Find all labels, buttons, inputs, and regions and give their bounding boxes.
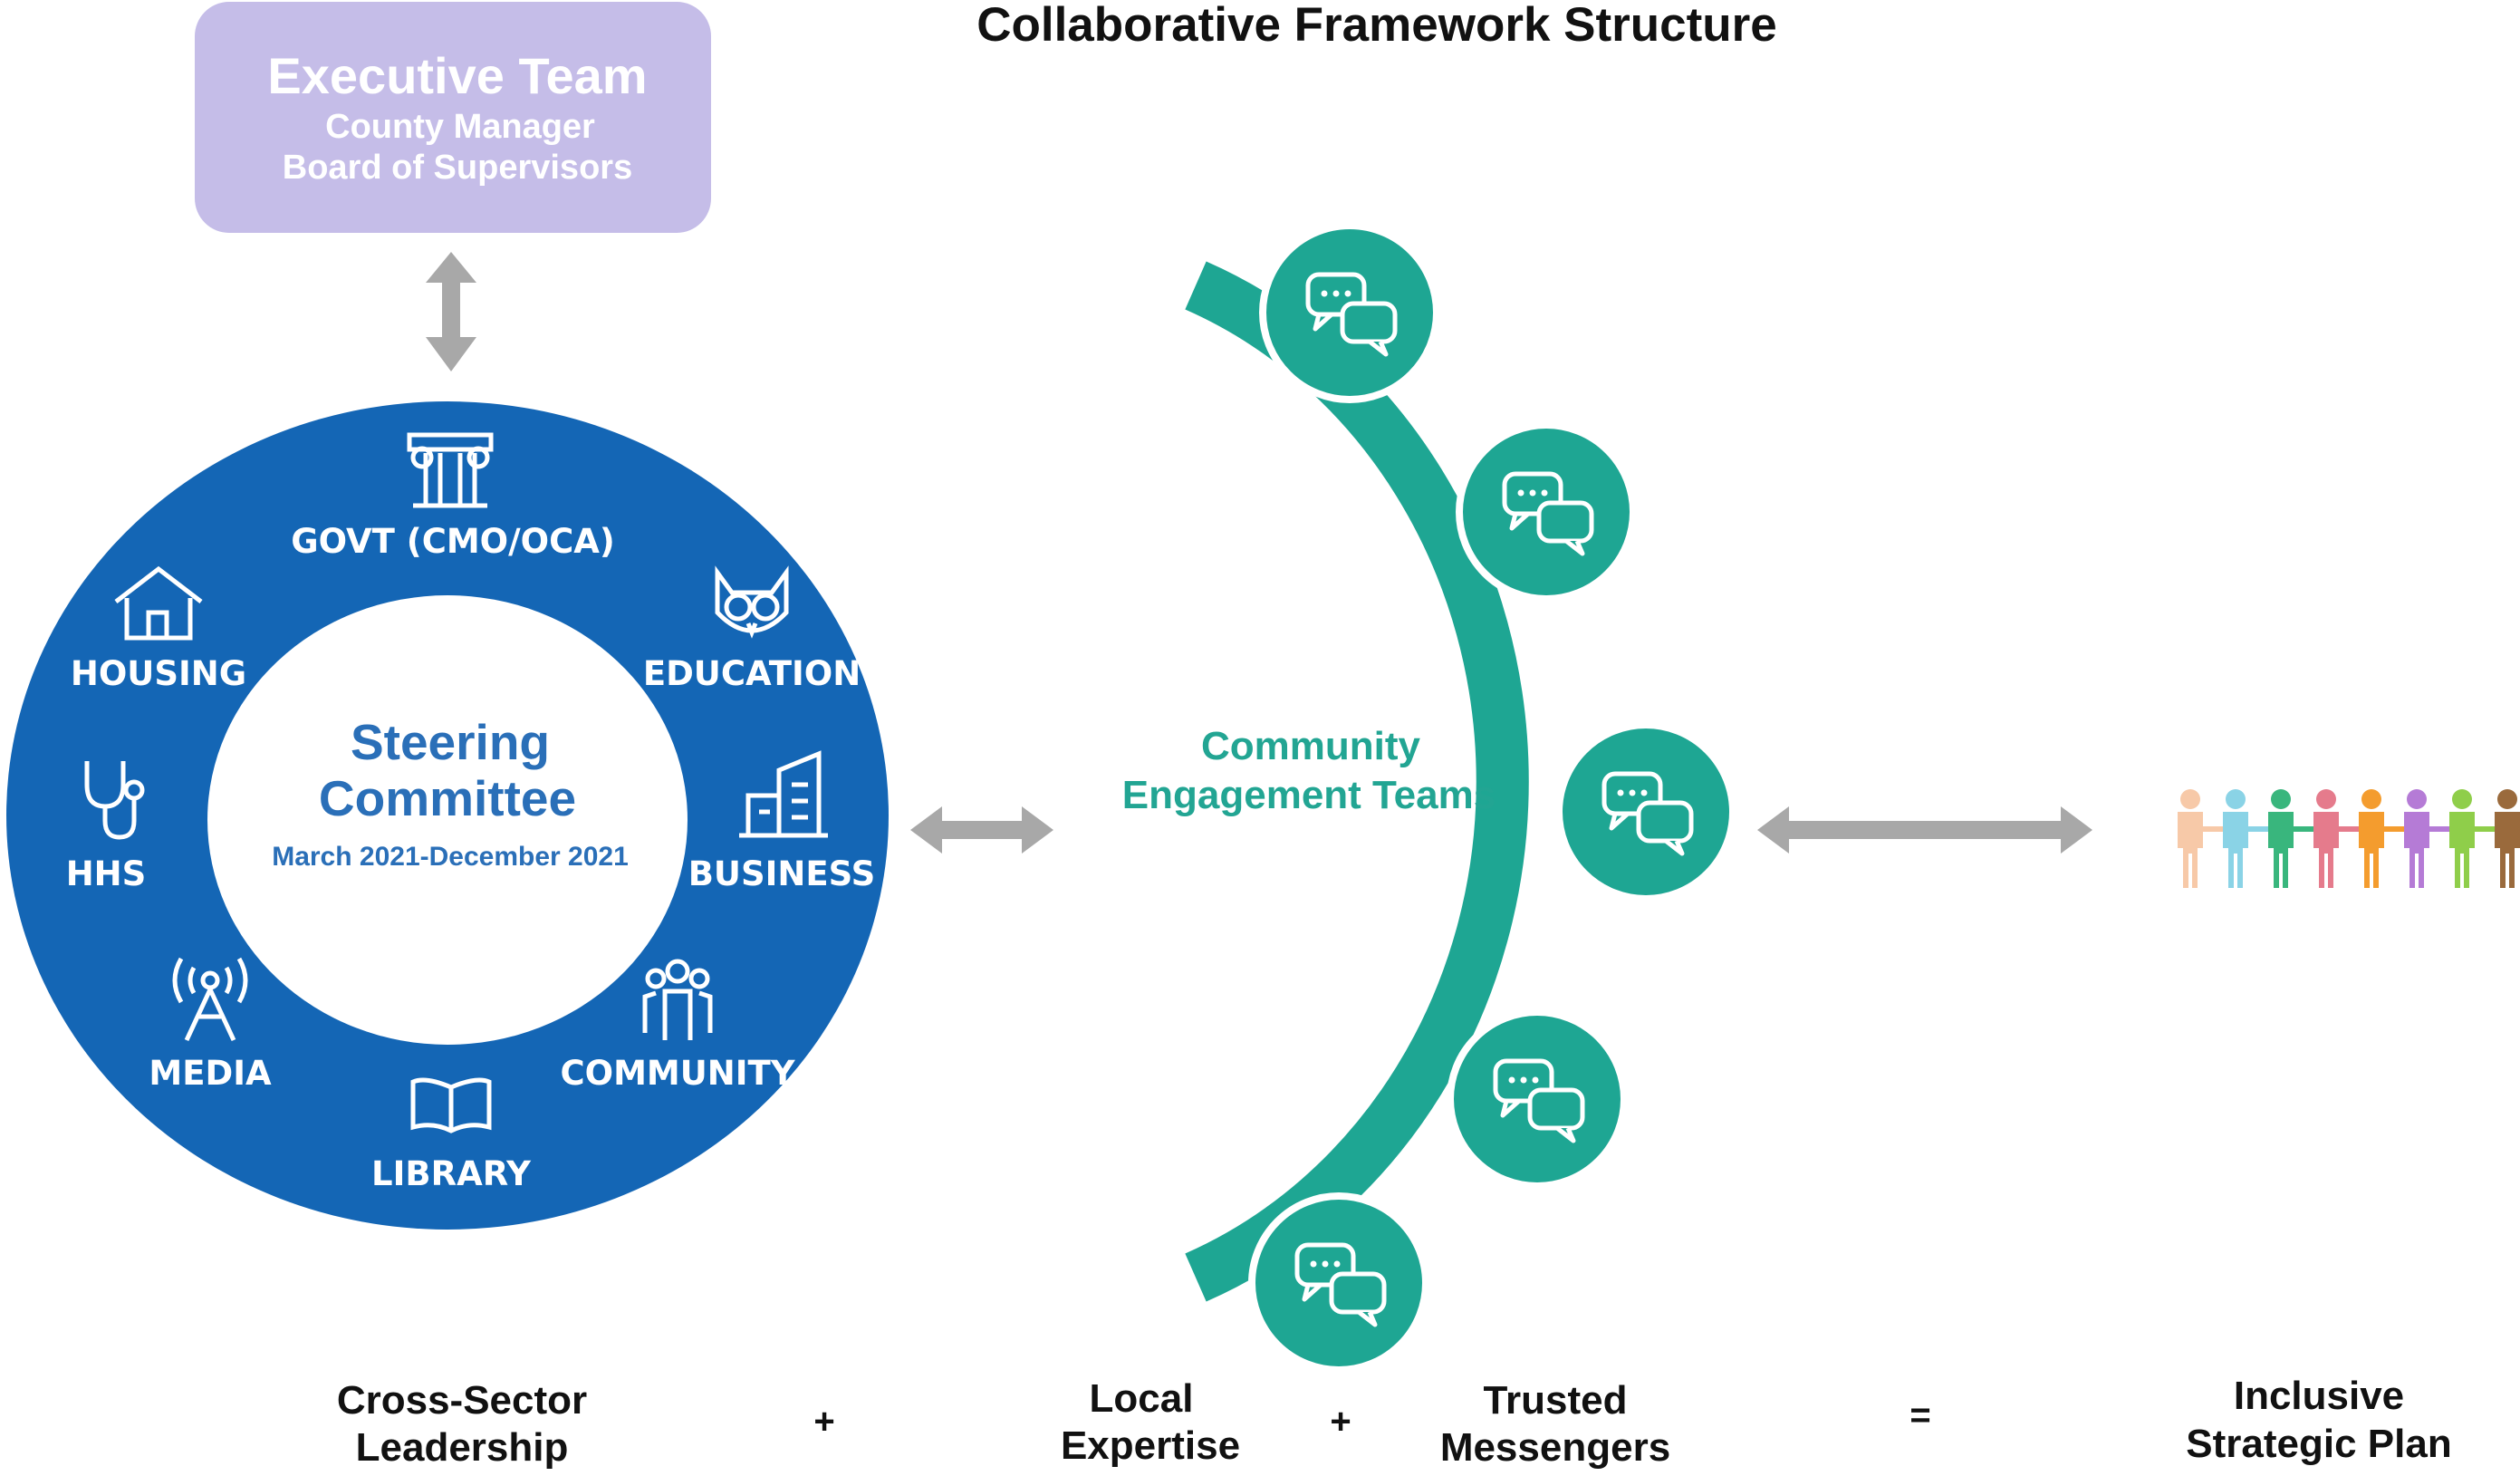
local-expertise-line1: Local (1090, 1376, 1194, 1421)
steering-committee-center: Steering Committee March 2021-December 2… (272, 714, 629, 872)
sector-label-education: EDUCATION (643, 654, 861, 693)
stethoscope-icon (84, 761, 145, 840)
people-row (2178, 789, 2520, 888)
person-figure (2404, 789, 2429, 888)
vertical-double-arrow (426, 252, 476, 371)
steering-dates: March 2021-December 2021 (272, 842, 629, 872)
people-group-icon (642, 959, 713, 1040)
local-expertise-line2: Expertise (1061, 1423, 1240, 1468)
right-double-arrow (1757, 806, 2092, 854)
person-figure (2359, 789, 2384, 888)
sector-label-community: COMMUNITY (560, 1054, 795, 1093)
owl-icon (715, 565, 789, 639)
cross-sector-line1: Cross-Sector (337, 1378, 587, 1423)
column-icon (407, 432, 494, 508)
person-figure (2268, 789, 2294, 888)
engagement-node-5 (1248, 1192, 1429, 1374)
house-icon (114, 565, 203, 641)
steering-title-line2: Committee (319, 770, 576, 826)
diagram-title: Collaborative Framework Structure (976, 0, 1777, 52)
engagement-node-3 (1555, 721, 1736, 902)
engagement-node-2 (1456, 421, 1637, 603)
person-figure (2313, 789, 2339, 888)
executive-team-title: Executive Team (267, 47, 647, 104)
community-engagement-line2: Engagement Teams (1122, 773, 1496, 817)
executive-team-line2: Board of Supervisors (283, 149, 632, 187)
plus-sign-1: + (813, 1402, 834, 1442)
plus-sign-2: + (1330, 1402, 1351, 1442)
cross-sector-line2: Leadership (356, 1425, 569, 1470)
person-figure (2223, 789, 2248, 888)
held-hands (2201, 826, 2225, 832)
sector-label-housing: HOUSING (71, 654, 246, 693)
community-engagement-line1: Community (1201, 724, 1421, 768)
held-hands (2246, 826, 2270, 832)
held-hands (2292, 826, 2315, 832)
person-figure (2495, 789, 2520, 888)
held-hands (2382, 826, 2406, 832)
steering-title-line1: Steering (351, 714, 550, 770)
sector-label-hhs: HHS (66, 854, 147, 893)
engagement-node-1 (1259, 222, 1440, 403)
trusted-messengers-line2: Messengers (1440, 1425, 1670, 1470)
trusted-messengers-line1: Trusted (1484, 1378, 1628, 1423)
person-figure (2449, 789, 2475, 888)
buildings-icon (739, 750, 828, 838)
executive-team-box: Executive Team County Manager Board of S… (195, 2, 711, 233)
inclusive-plan-line2: Strategic Plan (2186, 1422, 2451, 1466)
sector-label-library: LIBRARY (371, 1154, 532, 1193)
sector-label-media: MEDIA (149, 1054, 272, 1093)
sector-label-govt: GOVT (CMO/OCA) (291, 522, 615, 561)
book-icon (410, 1077, 492, 1134)
executive-team-line1: County Manager (325, 108, 595, 146)
held-hands (2337, 826, 2361, 832)
antenna-icon (172, 957, 248, 1042)
sector-label-business: BUSINESS (688, 854, 876, 893)
held-hands (2428, 826, 2451, 832)
inclusive-plan-line1: Inclusive (2234, 1374, 2404, 1418)
equals-sign: = (1909, 1395, 1930, 1435)
left-double-arrow (910, 806, 1053, 854)
person-figure (2178, 789, 2203, 888)
held-hands (2473, 826, 2496, 832)
engagement-node-4 (1447, 1008, 1628, 1190)
